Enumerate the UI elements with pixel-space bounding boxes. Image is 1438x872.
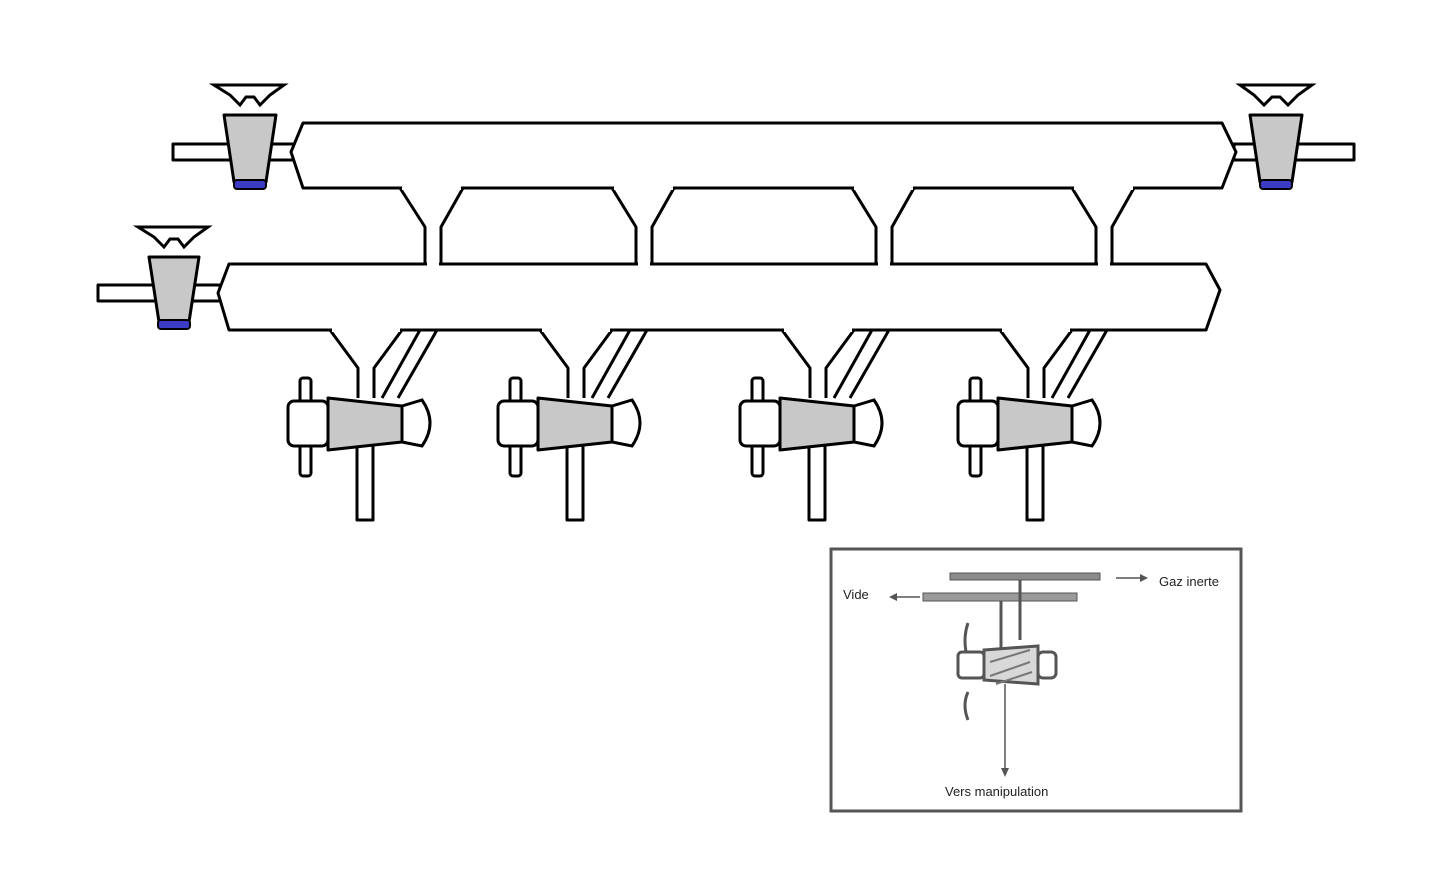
tap-unit-3[interactable] [738,324,891,522]
tap-unit[interactable] [286,326,439,522]
joint-1 [398,184,465,266]
stopcock-lower-left[interactable] [132,225,213,330]
inset-vacuum-line [922,592,1078,602]
stopcock-handle-icon[interactable] [208,83,289,108]
inset-label-inert-gas: Gaz inerte [1159,574,1219,589]
upper-manifold [171,121,1356,190]
lower-manifold [96,261,1222,332]
inset-schematic: Vide Gaz inerte Vers manipulation [829,547,1243,813]
stopcock-handle-icon[interactable] [132,225,213,250]
lower-left-side-arm [96,283,160,303]
stopcock-upper-right[interactable] [1235,83,1317,190]
inset-label-vacuum: Vide [843,587,869,602]
joint-3 [850,184,916,266]
stopper-cup-icon [1259,179,1293,190]
inset-label-to-manipulation: Vers manipulation [945,784,1048,799]
tap-key-icon[interactable] [286,399,330,448]
tap-bulb-icon [400,398,432,448]
lower-manifold-tube [216,262,1222,332]
joint-4 [1070,184,1136,266]
stopper-cup-icon [157,319,191,330]
tap-unit-4[interactable] [956,324,1109,522]
stopcock-plug-icon [1248,113,1304,184]
tap-plug-icon [326,396,404,452]
manifold-joints [398,184,1136,266]
inset-gas-line [949,572,1101,581]
stopcock-upper-left[interactable] [208,83,289,190]
upper-left-side-arm [171,142,237,162]
stopcock-plug-icon [222,113,278,184]
stopper-cup-icon [233,179,267,190]
joint-2 [610,184,676,266]
stopcock-handle-icon[interactable] [1235,83,1317,108]
upper-manifold-tube [289,121,1238,190]
end-stopcocks [132,83,1317,330]
stopcock-plug-icon [147,255,201,324]
tap-unit-2[interactable] [496,324,649,522]
